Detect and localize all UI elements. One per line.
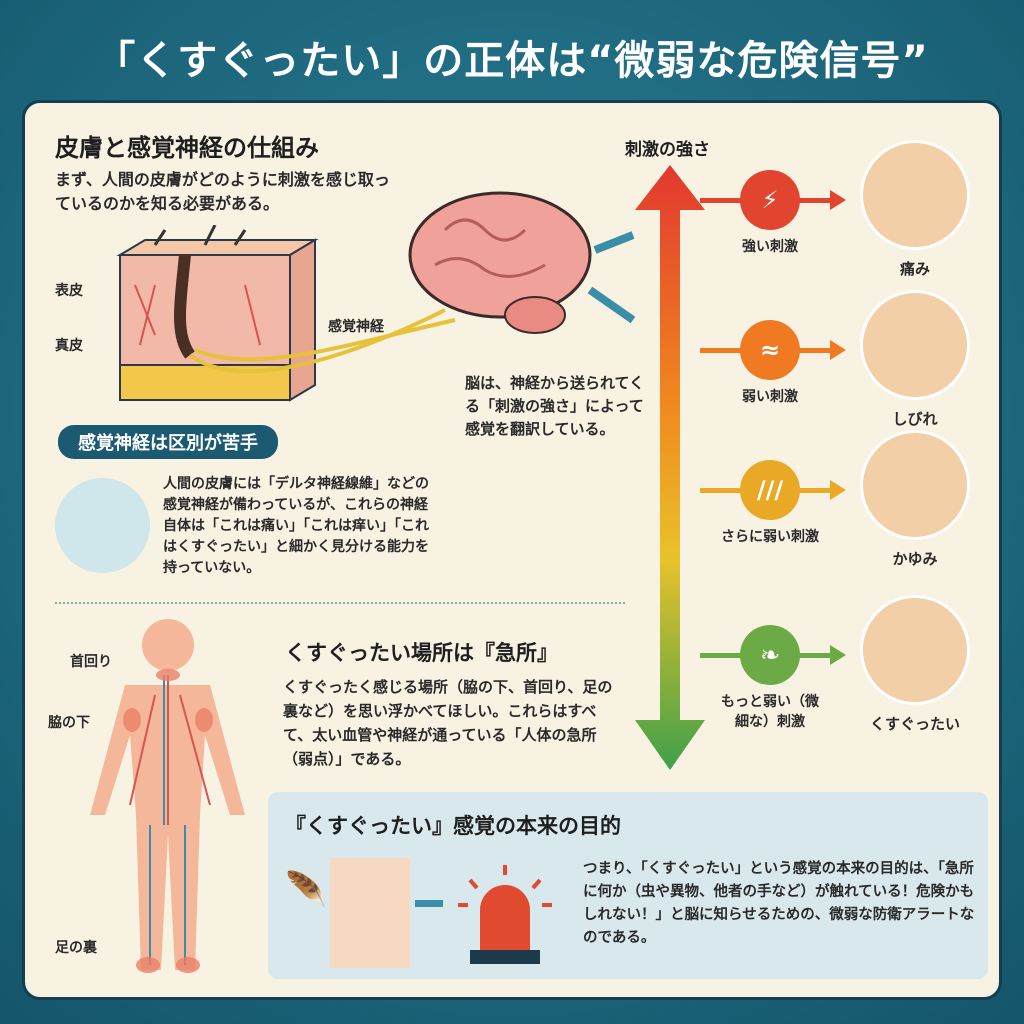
person-reaction-illustration bbox=[860, 290, 970, 400]
stimulus-label: 強い刺激 bbox=[742, 239, 798, 255]
sensation-label: しびれ bbox=[892, 410, 938, 428]
feather-icon: 🪶 bbox=[285, 870, 328, 910]
brain-translation-text: 脳は、神経から送られてくる「刺激の強さ」によって感覚を翻訳している。 bbox=[465, 374, 645, 438]
dermis-label: 真皮 bbox=[55, 338, 83, 354]
arrowhead-icon bbox=[830, 340, 846, 360]
arrowhead-icon bbox=[830, 645, 846, 665]
person-reaction-illustration bbox=[860, 595, 970, 705]
stimulus-label: 弱い刺激 bbox=[742, 389, 798, 405]
purpose-heading: 『くすぐったい』感覚の本来の目的 bbox=[285, 814, 621, 838]
vital-heading: くすぐったい場所は『急所』 bbox=[285, 641, 558, 665]
sensory-nerve-label: 感覚神経 bbox=[328, 319, 384, 335]
page-title: 「くすぐったい」の正体は“微弱な危険信号” bbox=[95, 38, 929, 84]
brain-illustration bbox=[408, 191, 636, 334]
stimulus-label: もっと弱い（微細な）刺激 bbox=[721, 694, 819, 730]
arrow-icon bbox=[415, 900, 443, 907]
arrowhead-icon bbox=[830, 190, 846, 210]
skin-intro: まず、人間の皮膚がどのように刺激を感じ取っているのかを知る必要がある。 bbox=[55, 170, 390, 213]
label-sole: 足の裏 bbox=[55, 940, 97, 956]
alarm-siren-icon bbox=[458, 865, 552, 964]
skin-cross-section-illustration bbox=[116, 225, 456, 402]
scratch-icon: /// bbox=[740, 460, 800, 520]
intensity-axis-label: 刺激の強さ bbox=[625, 140, 710, 160]
human-body-illustration bbox=[90, 619, 245, 973]
nerve-limitation-pill: 感覚神経は区別が苦手 bbox=[58, 425, 278, 459]
nerve-fiber-icon bbox=[55, 478, 150, 573]
sensation-label: 痛み bbox=[899, 260, 930, 278]
skin-heading: 皮膚と感覚神経の仕組み bbox=[55, 134, 319, 162]
lightning-icon: ⚡ bbox=[740, 170, 800, 230]
stimulus-label: さらに弱い刺激 bbox=[721, 529, 819, 545]
intensity-scale-arrow bbox=[635, 165, 705, 770]
person-reaction-illustration bbox=[860, 140, 970, 250]
neck-bug-illustration bbox=[330, 858, 410, 968]
wave-icon: ≈ bbox=[740, 320, 800, 380]
person-reaction-illustration bbox=[860, 430, 970, 540]
sensation-label: くすぐったい bbox=[869, 715, 960, 733]
vital-body-text: くすぐったく感じる場所（脇の下、首回り、足の裏など）を思い浮かべてほしい。これら… bbox=[283, 678, 613, 768]
sensation-label: かゆみ bbox=[892, 550, 938, 568]
arrowhead-icon bbox=[830, 480, 846, 500]
label-armpit: 脇の下 bbox=[48, 715, 90, 731]
label-neck: 首回り bbox=[70, 654, 112, 670]
epidermis-label: 表皮 bbox=[55, 283, 83, 299]
nerve-body-text: 人間の皮膚には「デルタ神経線維」などの感覚神経が備わっているが、これらの神経自体… bbox=[163, 476, 429, 576]
purpose-body-text: つまり、「くすぐったい」という感覚の本来の目的は、「急所に何か（虫や異物、他者の… bbox=[583, 861, 975, 946]
feather-icon: ❧ bbox=[740, 625, 800, 685]
